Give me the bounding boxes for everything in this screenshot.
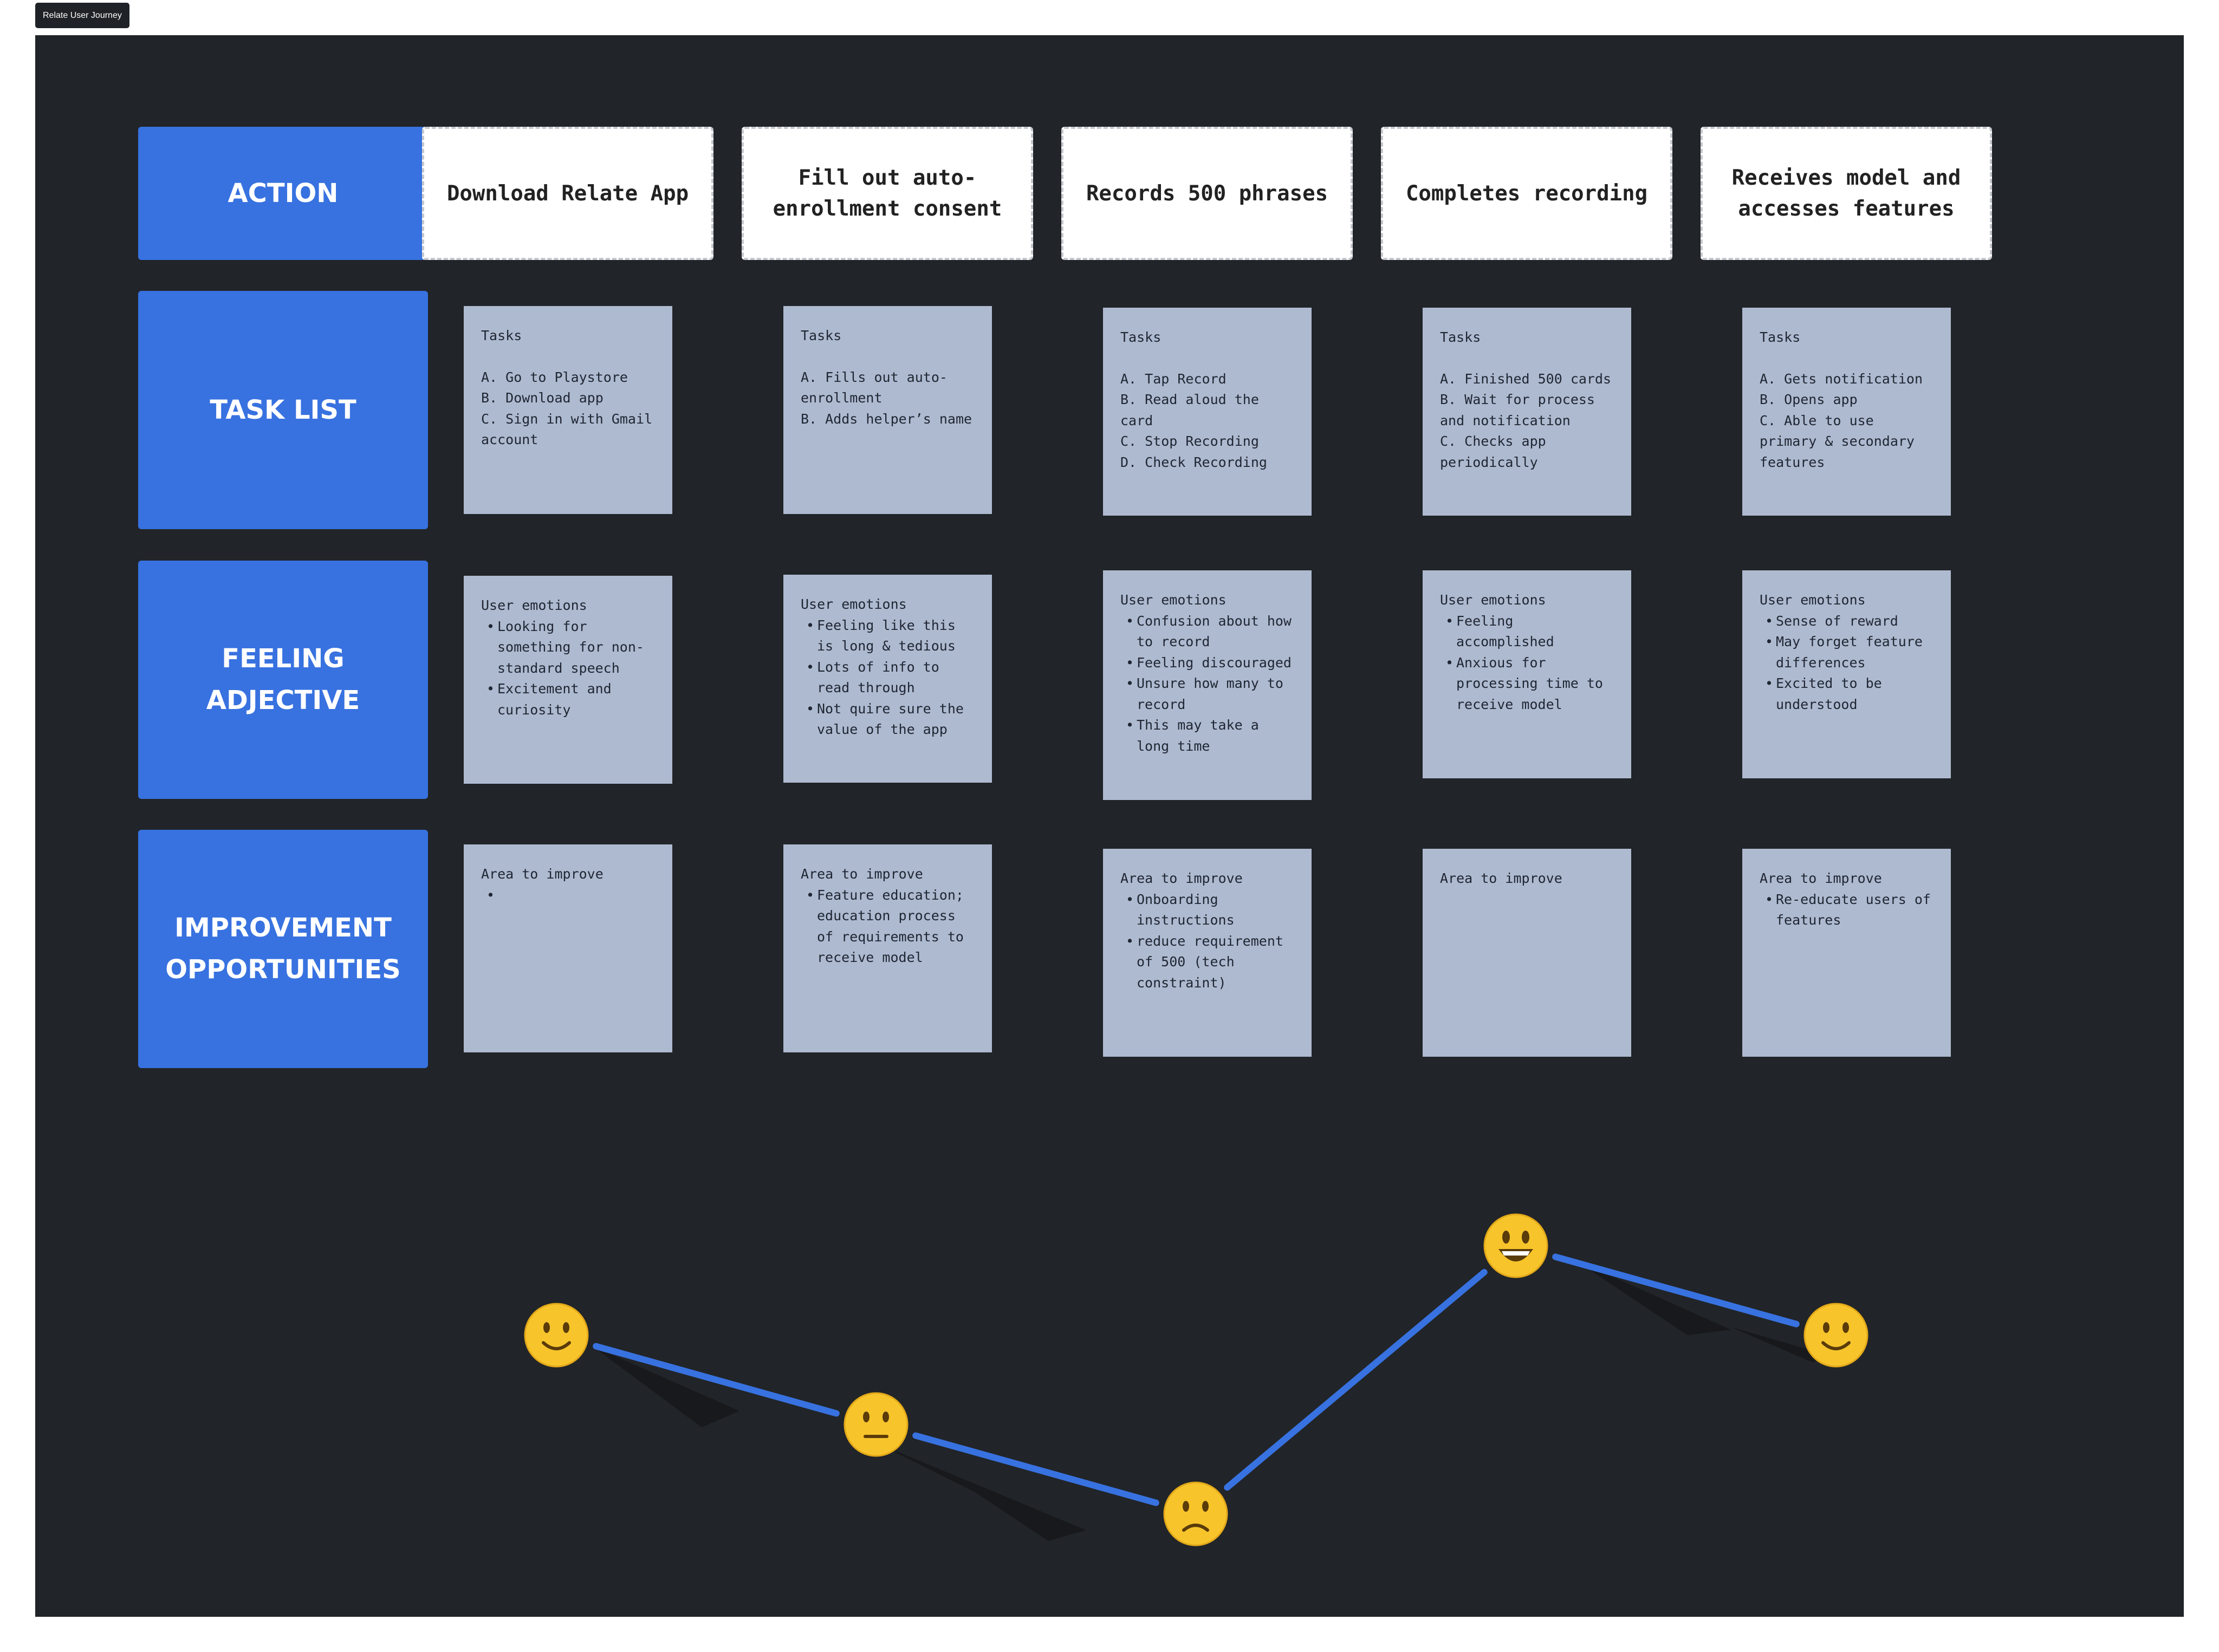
- note-title: Area to improve: [481, 866, 604, 882]
- curve-segment: [1552, 1253, 1800, 1328]
- task-item: B. Wait for process and notification: [1440, 392, 1595, 428]
- emotion-item: This may take a long time: [1120, 715, 1299, 757]
- note-title: Area to improve: [1440, 870, 1562, 886]
- emotion-item: Feeling like this is long & tedious: [801, 615, 979, 657]
- smiling-face-icon[interactable]: [524, 1303, 589, 1368]
- improvement-note[interactable]: Area to improve Onboarding instructions …: [1103, 849, 1312, 1057]
- note-title: Tasks: [1440, 329, 1481, 345]
- curve-shadows: [592, 1259, 1834, 1541]
- emotion-item: Sense of reward: [1760, 611, 1938, 632]
- note-title: Tasks: [1760, 329, 1801, 345]
- task-note[interactable]: Tasks A. Go to Playstore B. Download app…: [464, 306, 672, 514]
- improvement-item: reduce requirement of 500 (tech constrai…: [1120, 931, 1299, 994]
- task-item: B. Read aloud the card: [1120, 392, 1259, 428]
- action-card[interactable]: Completes recording: [1381, 127, 1672, 260]
- curve-segment: [1224, 1269, 1488, 1491]
- note-title: User emotions: [481, 597, 587, 613]
- frowning-face-icon[interactable]: [1163, 1481, 1228, 1546]
- task-note[interactable]: Tasks A. Tap Record B. Read aloud the ca…: [1103, 308, 1312, 516]
- note-title: Tasks: [801, 328, 842, 343]
- journey-map-board: ACTION TASK LIST FEELING ADJECTIVE IMPRO…: [35, 35, 2184, 1617]
- grinning-face-icon[interactable]: [1483, 1213, 1548, 1278]
- frame-label[interactable]: Relate User Journey: [35, 3, 129, 28]
- emotion-note[interactable]: User emotions Feeling accomplished Anxio…: [1423, 570, 1631, 778]
- improvement-item: Feature education; education process of …: [801, 885, 979, 968]
- task-item: A. Gets notification: [1760, 370, 1923, 387]
- emotion-item: Lots of info to read through: [801, 657, 979, 699]
- task-item: C. Sign in with Gmail account: [481, 411, 653, 448]
- improvement-note[interactable]: Area to improve Re-educate users of feat…: [1742, 849, 1951, 1057]
- task-item: A. Go to Playstore: [481, 369, 628, 385]
- neutral-face-icon[interactable]: [844, 1392, 909, 1457]
- note-title: Area to improve: [1120, 870, 1243, 886]
- action-card[interactable]: Fill out auto-enrollment consent: [742, 127, 1033, 260]
- improvement-item: Re-educate users of features: [1760, 889, 1938, 931]
- action-card[interactable]: Receives model and accesses features: [1701, 127, 1992, 260]
- task-item: A. Fills out auto-enrollment: [801, 369, 948, 406]
- emotion-item: Excitement and curiosity: [481, 679, 659, 720]
- smiling-face-icon[interactable]: [1803, 1303, 1868, 1368]
- emotion-note[interactable]: User emotions Sense of reward May forget…: [1742, 570, 1951, 778]
- row-header-feeling-adjective: FEELING ADJECTIVE: [138, 561, 428, 799]
- note-title: Tasks: [481, 328, 522, 343]
- task-item: C. Able to use primary & secondary featu…: [1760, 412, 1915, 470]
- note-title: Area to improve: [1760, 870, 1882, 886]
- emotion-note[interactable]: User emotions Looking for something for …: [464, 576, 672, 784]
- row-header-improvement-opportunities: IMPROVEMENT OPPORTUNITIES: [138, 830, 428, 1068]
- action-card[interactable]: Download Relate App: [422, 127, 713, 260]
- note-title: User emotions: [1120, 592, 1227, 608]
- curve-segment: [593, 1343, 840, 1417]
- emotion-item: Feeling accomplished: [1440, 611, 1618, 653]
- emotion-item: Unsure how many to record: [1120, 673, 1299, 715]
- improvement-note[interactable]: Area to improve Feature education; educa…: [783, 844, 992, 1052]
- emotion-item: Confusion about how to record: [1120, 611, 1299, 653]
- task-item: C. Checks app periodically: [1440, 433, 1546, 470]
- row-header-task-list: TASK LIST: [138, 291, 428, 529]
- emotion-note[interactable]: User emotions Confusion about how to rec…: [1103, 570, 1312, 800]
- note-title: Tasks: [1120, 329, 1162, 345]
- task-note[interactable]: Tasks A. Gets notification B. Opens app …: [1742, 308, 1951, 516]
- improvement-note[interactable]: Area to improve: [1423, 849, 1631, 1057]
- emotion-item: Excited to be understood: [1760, 673, 1938, 715]
- emotion-item: Not quire sure the value of the app: [801, 699, 979, 740]
- emotion-item: Looking for something for non-standard s…: [481, 616, 659, 679]
- action-card[interactable]: Records 500 phrases: [1061, 127, 1353, 260]
- note-title: Area to improve: [801, 866, 923, 882]
- task-item: A. Finished 500 cards: [1440, 370, 1612, 387]
- curve-segment: [912, 1432, 1159, 1506]
- improvement-item: Onboarding instructions: [1120, 889, 1299, 931]
- task-note[interactable]: Tasks A. Finished 500 cards B. Wait for …: [1423, 308, 1631, 516]
- emotion-note[interactable]: User emotions Feeling like this is long …: [783, 575, 992, 783]
- emotion-item: May forget feature differences: [1760, 632, 1938, 673]
- task-item: B. Opens app: [1760, 392, 1858, 407]
- task-item: B. Download app: [481, 390, 604, 406]
- emotion-curve: [524, 1213, 1868, 1546]
- emotion-item: Feeling discouraged: [1120, 653, 1299, 674]
- task-item: A. Tap Record: [1120, 370, 1227, 387]
- row-header-action: ACTION: [138, 127, 428, 260]
- note-title: User emotions: [801, 596, 907, 612]
- task-item: D. Check Recording: [1120, 454, 1267, 470]
- task-item: B. Adds helper’s name: [801, 411, 972, 427]
- note-title: User emotions: [1440, 592, 1546, 608]
- task-item: C. Stop Recording: [1120, 433, 1259, 449]
- emotion-item: Anxious for processing time to receive m…: [1440, 653, 1618, 716]
- task-note[interactable]: Tasks A. Fills out auto-enrollment B. Ad…: [783, 306, 992, 514]
- note-title: User emotions: [1760, 592, 1866, 608]
- improvement-note[interactable]: Area to improve: [464, 844, 672, 1052]
